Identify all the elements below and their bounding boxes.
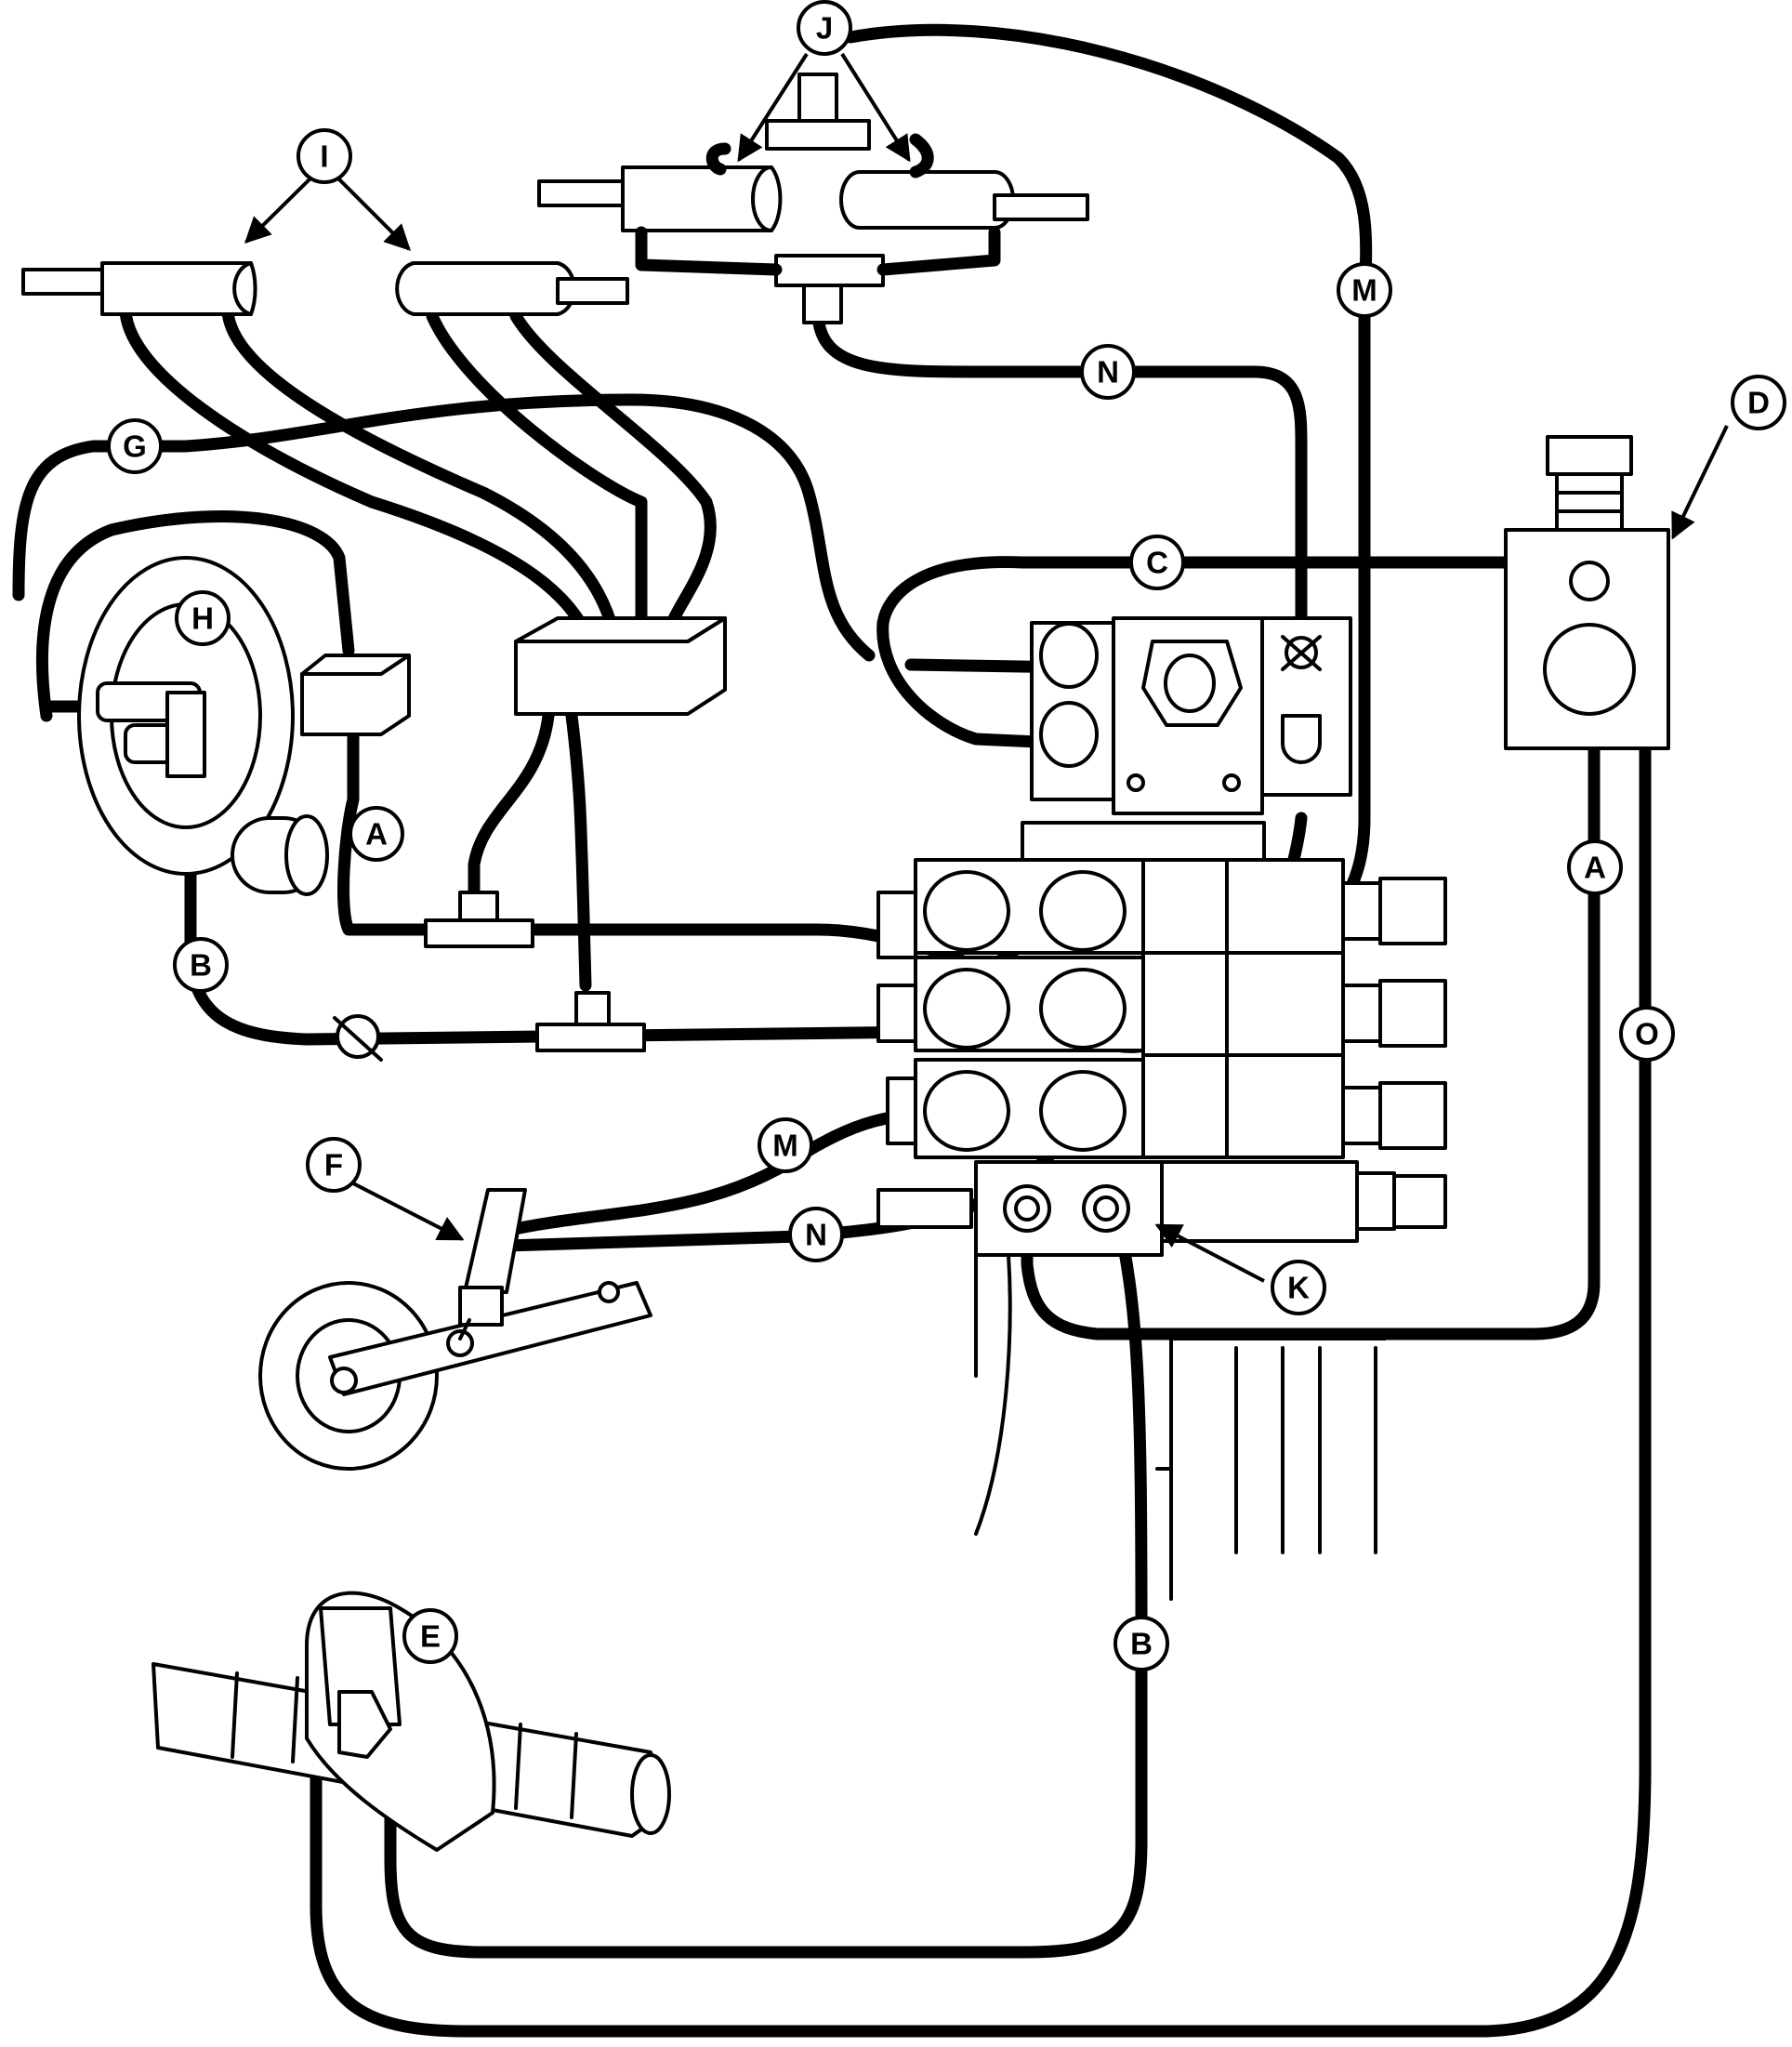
callout-a-right: A — [1567, 839, 1623, 895]
callout-a-right-label: A — [1584, 851, 1606, 885]
hose-c-line — [876, 556, 1519, 750]
hose-i-right-b — [509, 310, 717, 639]
callout-h-label: H — [191, 601, 214, 636]
hose-a-right — [1021, 667, 1601, 1340]
hose-h-outer — [36, 510, 355, 722]
callout-d: D — [1731, 375, 1786, 430]
callout-h: H — [175, 590, 231, 646]
callouts: J I M N G D C H A A B O F M N K E B — [107, 0, 1786, 1671]
callout-c-label: C — [1146, 546, 1168, 580]
callout-f-label: F — [324, 1148, 343, 1182]
callout-a-left-label: A — [365, 817, 388, 852]
callout-g: G — [107, 418, 163, 474]
callout-n-upper: N — [1080, 344, 1136, 400]
motor-h — [77, 556, 329, 896]
callout-k-label: K — [1287, 1271, 1310, 1305]
callout-o-label: O — [1635, 1017, 1659, 1051]
callout-b-lower-label: B — [1130, 1627, 1153, 1661]
cylinders-i — [21, 261, 629, 316]
callout-n-upper-label: N — [1097, 355, 1119, 390]
callout-g-label: G — [123, 429, 147, 464]
callout-b-lower: B — [1113, 1616, 1169, 1671]
manifold-block — [514, 616, 727, 716]
callout-e-label: E — [420, 1619, 441, 1654]
hose-i-left-a — [119, 305, 592, 639]
callout-m-upper-label: M — [1351, 273, 1377, 308]
hose-g — [12, 393, 876, 662]
coupler-panel — [1021, 616, 1352, 866]
small-block — [300, 654, 411, 736]
callout-m-lower: M — [758, 1117, 813, 1173]
leader-lines — [244, 52, 1729, 1283]
callout-n-lower-label: N — [805, 1218, 827, 1252]
callout-i-label: I — [320, 139, 328, 174]
hose-block-b — [565, 709, 592, 992]
tractor-frame — [974, 1253, 1387, 1601]
control-valve-stack — [876, 858, 1447, 1257]
pressure-switch-d — [1504, 435, 1670, 750]
callout-o: O — [1619, 1006, 1675, 1062]
callout-b-left: B — [173, 937, 229, 993]
callout-f: F — [306, 1137, 362, 1193]
hose-i-left-b — [221, 305, 620, 639]
tee-fittings — [333, 891, 646, 1062]
hose-b-lower — [384, 1202, 1148, 1959]
callout-i: I — [296, 128, 352, 184]
callout-m-upper: M — [1337, 262, 1392, 318]
hose-block-a — [468, 709, 555, 936]
hose-i-right-a — [426, 310, 648, 639]
hose-n-upper — [811, 305, 1308, 639]
cylinder-f-and-wheel — [258, 1188, 652, 1471]
callout-a-left: A — [349, 806, 404, 862]
hose-o — [310, 742, 1652, 2038]
callout-k: K — [1271, 1260, 1326, 1315]
callout-b-left-label: B — [190, 948, 212, 983]
callout-c: C — [1129, 535, 1185, 590]
callout-e: E — [402, 1608, 458, 1664]
callout-n-lower: N — [788, 1207, 844, 1262]
cylinders-j — [537, 73, 1089, 324]
callout-d-label: D — [1747, 386, 1770, 420]
callout-j-label: J — [816, 11, 833, 46]
callout-m-lower-label: M — [772, 1129, 798, 1163]
callout-j: J — [797, 0, 852, 56]
